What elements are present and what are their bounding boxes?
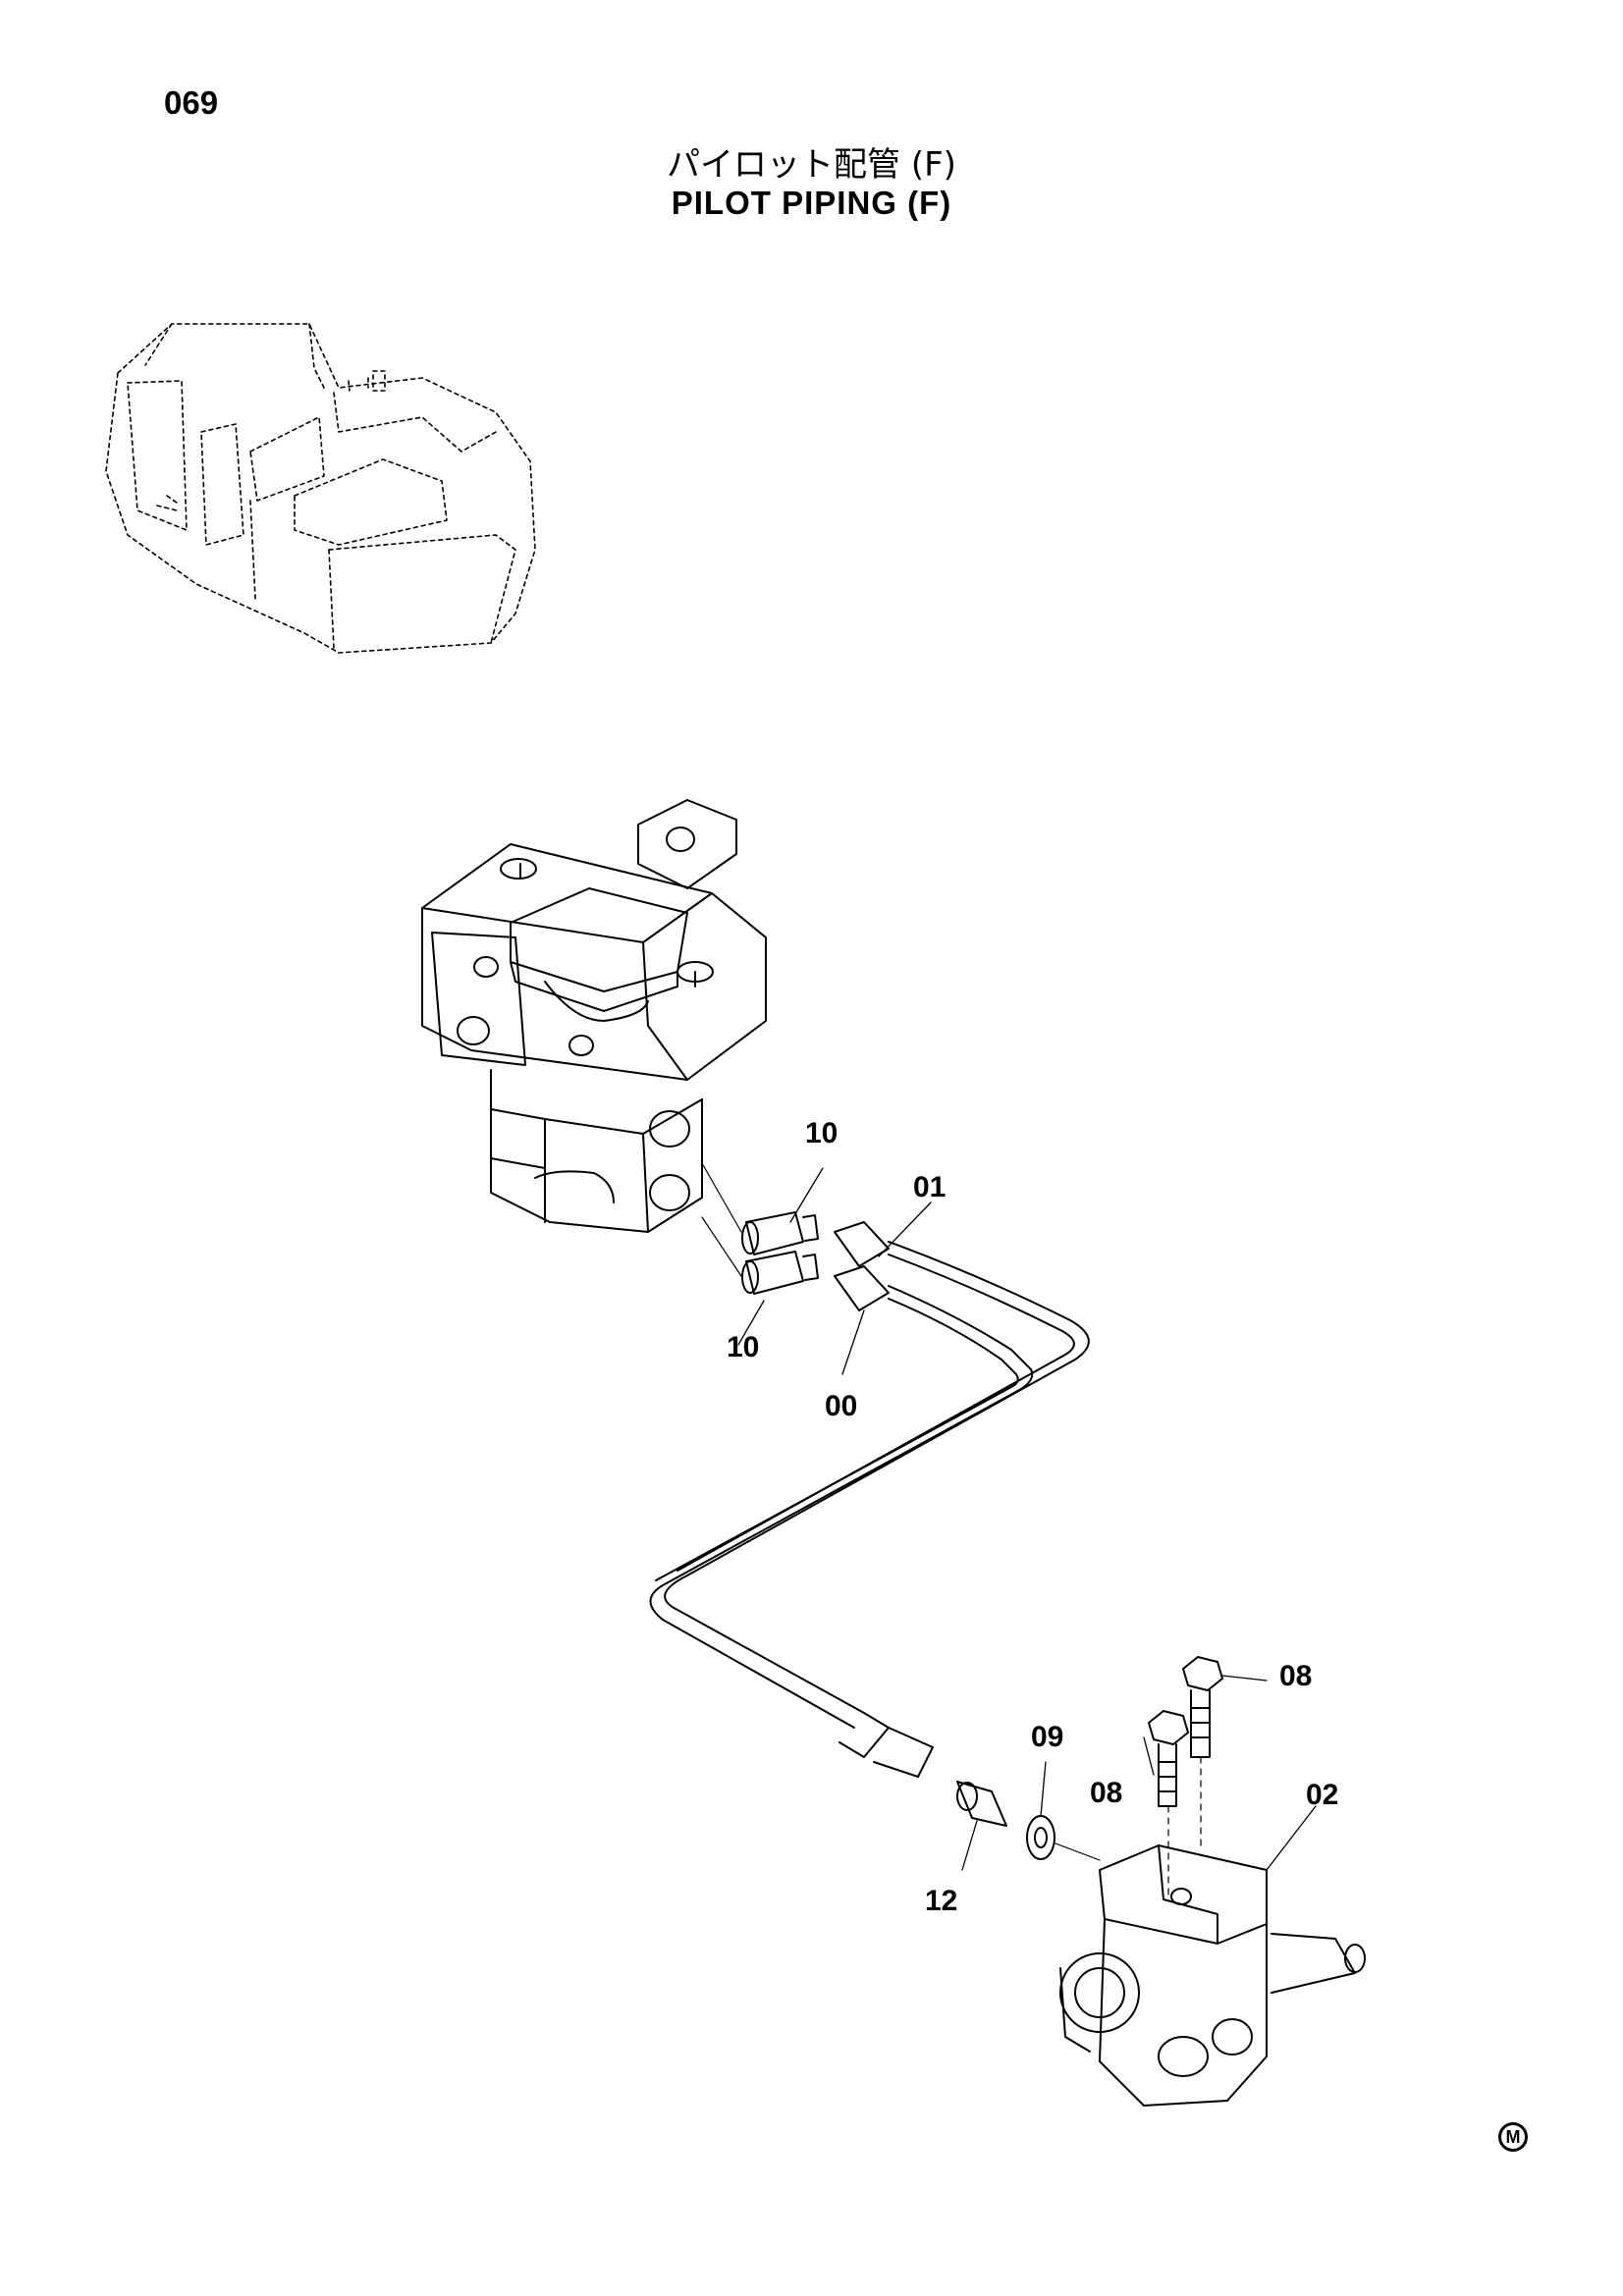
adapter-fitting-10-lower (741, 1251, 819, 1295)
page-title-japanese: パイロット配管 (F) (667, 145, 956, 185)
leader-lines (737, 1167, 1317, 1871)
seal-ring-09 (1026, 1815, 1055, 1860)
callout-10-upper: 10 (805, 1117, 839, 1149)
bolt-08-upper (1182, 1656, 1223, 1851)
callout-01: 01 (913, 1171, 947, 1203)
bolt-08-lower (1148, 1710, 1189, 1900)
callout-02: 02 (1306, 1779, 1339, 1811)
callout-09: 09 (1031, 1721, 1064, 1753)
callout-00: 00 (825, 1390, 858, 1422)
page-number: 069 (164, 84, 219, 121)
adapter-fitting-10-upper (741, 1211, 819, 1255)
elbow-fitting-12 (956, 1781, 1007, 1827)
page-title-english: PILOT PIPING (F) (671, 185, 952, 221)
callout-08-lower: 08 (1090, 1777, 1123, 1809)
corner-mark-m: M (1498, 2122, 1528, 2152)
lower-valve-02 (1059, 1844, 1366, 2107)
callout-10-lower: 10 (727, 1331, 760, 1363)
excavator-locator-icon (105, 323, 536, 654)
callout-08-upper: 08 (1279, 1660, 1313, 1692)
pilot-valve-block (421, 799, 767, 1233)
callout-12: 12 (925, 1885, 958, 1917)
tube-assembly (649, 1221, 1090, 1778)
